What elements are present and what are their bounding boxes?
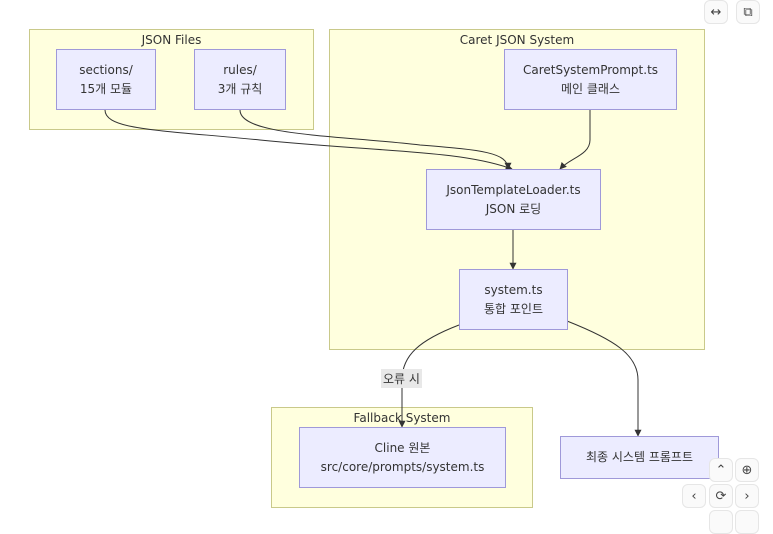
node-label: 3개 규칙	[217, 81, 263, 96]
chevron-left-icon: ‹	[691, 488, 697, 504]
copy-button[interactable]: ⧉	[736, 0, 760, 24]
node-label: sections/	[79, 62, 133, 77]
pan-right-button[interactable]: ›	[735, 484, 759, 508]
zoom-in-button[interactable]: ⊕	[735, 458, 759, 482]
node-label: 15개 모듈	[79, 81, 133, 96]
node-rules[interactable]: rules/ 3개 규칙	[194, 49, 286, 110]
node-sections[interactable]: sections/ 15개 모듈	[56, 49, 156, 110]
node-final-prompt[interactable]: 최종 시스템 프롬프트	[560, 436, 719, 479]
node-label: JSON 로딩	[485, 201, 542, 216]
node-label: JsonTemplateLoader.ts	[446, 182, 581, 197]
node-label: 통합 포인트	[483, 301, 543, 316]
node-cline-original[interactable]: Cline 원본 src/core/prompts/system.ts	[299, 427, 506, 488]
node-label: CaretSystemPrompt.ts	[522, 62, 659, 77]
copy-icon: ⧉	[743, 4, 753, 20]
pan-up-button[interactable]: ⌃	[709, 458, 733, 482]
zoom-in-icon: ⊕	[741, 462, 753, 478]
node-caret-system-prompt[interactable]: CaretSystemPrompt.ts 메인 클래스	[504, 49, 677, 110]
edge-label-on-error: 오류 시	[381, 369, 422, 388]
node-label: Cline 원본	[374, 440, 431, 455]
zoom-out-button[interactable]	[735, 510, 759, 534]
cluster-title: Fallback System	[353, 411, 451, 425]
expand-icon: ↔	[710, 4, 722, 20]
refresh-icon: ⟳	[715, 488, 727, 504]
pan-left-button[interactable]: ‹	[682, 484, 706, 508]
node-label: src/core/prompts/system.ts	[320, 459, 485, 474]
node-label: 메인 클래스	[560, 81, 620, 96]
node-system-ts[interactable]: system.ts 통합 포인트	[459, 269, 568, 330]
node-label: system.ts	[484, 282, 543, 297]
cluster-title: JSON Files	[141, 33, 202, 47]
node-label: 최종 시스템 프롬프트	[586, 450, 693, 464]
chevron-up-icon: ⌃	[715, 462, 727, 478]
expand-button[interactable]: ↔	[704, 0, 728, 24]
node-json-template-loader[interactable]: JsonTemplateLoader.ts JSON 로딩	[426, 169, 601, 230]
reset-view-button[interactable]: ⟳	[709, 484, 733, 508]
cluster-title: Caret JSON System	[459, 33, 575, 47]
chevron-right-icon: ›	[744, 488, 750, 504]
node-label: rules/	[223, 62, 257, 77]
pan-down-button[interactable]	[709, 510, 733, 534]
